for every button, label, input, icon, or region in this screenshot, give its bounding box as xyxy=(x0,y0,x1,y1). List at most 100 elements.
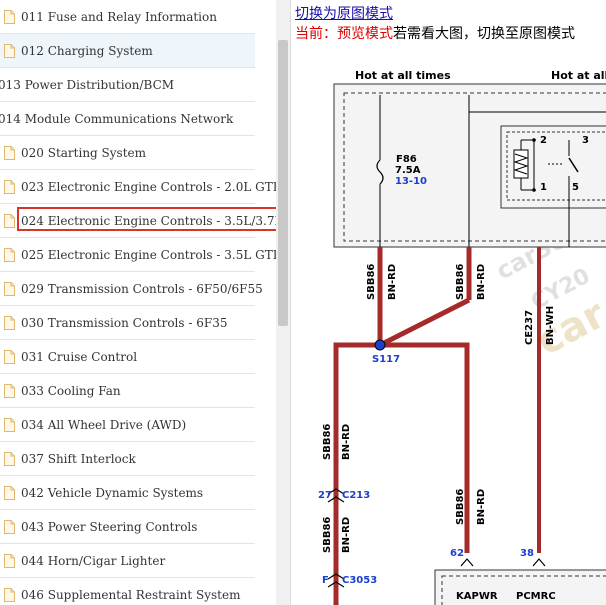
tree-item-label: 033 Cooling Fan xyxy=(21,383,121,398)
tree-item[interactable]: 014 Module Communications Network xyxy=(0,102,255,136)
tree-item[interactable]: 034 All Wheel Drive (AWD) xyxy=(0,408,255,442)
tree-item-label: 023 Electronic Engine Controls - 2.0L GT… xyxy=(21,179,276,194)
wire-circuit-label: SBB86 xyxy=(455,264,466,300)
relay-coil-symbol xyxy=(513,153,529,175)
mode-hint: 若需看大图，切换至原图模式 xyxy=(393,26,575,42)
fuse-box xyxy=(333,83,606,248)
pin-number: 38 xyxy=(520,548,534,559)
tree-item[interactable]: 013 Power Distribution/BCM xyxy=(0,68,255,102)
tree-item[interactable]: 043 Power Steering Controls xyxy=(0,510,255,544)
tree-item[interactable]: 020 Starting System xyxy=(0,136,255,170)
wire-color-label: BN-RD xyxy=(341,517,352,553)
tree-item-label: 034 All Wheel Drive (AWD) xyxy=(21,417,187,432)
splice-label: S117 xyxy=(372,354,400,365)
wire-color-label: BN-RD xyxy=(476,264,487,300)
tree-item[interactable]: 044 Horn/Cigar Lighter xyxy=(0,544,255,578)
wire-circuit-label: SBB86 xyxy=(366,264,377,300)
pin-arrow xyxy=(532,558,546,567)
relay-node xyxy=(532,138,536,142)
document-icon xyxy=(4,9,15,24)
wire-circuit-label: SBB86 xyxy=(455,489,466,525)
connector-name: C213 xyxy=(342,490,370,501)
document-icon xyxy=(4,417,15,432)
tree-item[interactable]: 030 Transmission Controls - 6F35 xyxy=(0,306,255,340)
tree-item[interactable]: 031 Cruise Control xyxy=(0,340,255,374)
pin-arrow xyxy=(460,558,474,567)
pane-divider[interactable] xyxy=(290,0,295,605)
wire-circuit-label: CE237 xyxy=(524,310,535,345)
connector-symbol xyxy=(327,573,345,580)
mode-status: 当前：预览模式若需看大图，切换至原图模式 xyxy=(295,23,575,43)
tree-item-label: 046 Supplemental Restraint System xyxy=(21,587,241,602)
document-tree: 011 Fuse and Relay Information 012 Chargi… xyxy=(0,0,276,605)
relay-node xyxy=(532,188,536,192)
document-icon xyxy=(4,281,15,296)
fuse-box-inner xyxy=(343,92,606,242)
mode-name: 预览模式 xyxy=(337,26,393,42)
tree-item-label: 011 Fuse and Relay Information xyxy=(21,9,217,24)
tree-item-label: 031 Cruise Control xyxy=(21,349,138,364)
connector-symbol xyxy=(327,496,345,503)
wire-color-label: BN-RD xyxy=(476,489,487,525)
wire-harness xyxy=(333,247,472,605)
tree-item[interactable]: 046 Supplemental Restraint System xyxy=(0,578,255,605)
tree-item[interactable]: 023 Electronic Engine Controls - 2.0L GT… xyxy=(0,170,276,204)
terminal-label: PCMRC xyxy=(516,591,556,602)
tree-item[interactable]: 011 Fuse and Relay Information xyxy=(0,0,255,34)
hot-label: Hot at all ti xyxy=(551,69,606,82)
document-icon xyxy=(4,587,15,602)
tree-scrollbar[interactable] xyxy=(276,0,290,605)
tree-item[interactable]: 042 Vehicle Dynamic Systems xyxy=(0,476,255,510)
fuse-name: F86 xyxy=(396,154,417,165)
fuse-symbol xyxy=(376,159,384,185)
connector-name: C3053 xyxy=(342,575,377,586)
connector-symbol xyxy=(327,581,345,588)
relay-box xyxy=(500,125,606,209)
hot-label: Hot at all times xyxy=(355,69,451,82)
tree-item-label: 025 Electronic Engine Controls - 3.5L GT… xyxy=(21,247,276,262)
relay-box-inner xyxy=(506,131,606,201)
tree-item[interactable]: 024 Electronic Engine Controls - 3.5L/3.… xyxy=(0,204,276,238)
pin-number: 62 xyxy=(450,548,464,559)
wire-circuit-label: SBB86 xyxy=(322,424,333,460)
tree-item[interactable]: 012 Charging System xyxy=(0,34,255,68)
connector-symbol xyxy=(327,488,345,495)
document-icon xyxy=(4,451,15,466)
wiring-diagram[interactable]: 畅易 car388.c CY20 car Hot at all times Ho… xyxy=(294,48,606,605)
document-icon xyxy=(4,519,15,534)
pcm-box-inner xyxy=(441,575,606,605)
tree-item[interactable]: 029 Transmission Controls - 6F50/6F55 xyxy=(0,272,263,306)
mode-prefix: 当前： xyxy=(295,26,337,42)
tree-item[interactable]: 037 Shift Interlock xyxy=(0,442,255,476)
wire-circuit-label: SBB86 xyxy=(322,517,333,553)
document-icon xyxy=(4,247,15,262)
document-icon xyxy=(4,315,15,330)
document-icon xyxy=(4,553,15,568)
document-icon xyxy=(4,349,15,364)
scrollbar-thumb[interactable] xyxy=(278,40,288,326)
diagram-viewer: 切换为原图模式 当前：预览模式若需看大图，切换至原图模式 畅易 car388.c… xyxy=(294,0,606,605)
tree-item-label: 044 Horn/Cigar Lighter xyxy=(21,553,166,568)
splice-node xyxy=(374,339,386,351)
connector-pin: 27 xyxy=(318,490,332,501)
relay-pin: 5 xyxy=(572,182,579,193)
tree-item[interactable]: 033 Cooling Fan xyxy=(0,374,255,408)
tree-item-label: 037 Shift Interlock xyxy=(21,451,136,466)
document-icon xyxy=(4,43,15,58)
wire-color-label: BN-RD xyxy=(387,264,398,300)
tree-item-label: 029 Transmission Controls - 6F50/6F55 xyxy=(21,281,263,296)
relay-contact xyxy=(568,157,579,173)
fuse-ref: 13-10 xyxy=(395,176,427,187)
tree-item[interactable]: 025 Electronic Engine Controls - 3.5L GT… xyxy=(0,238,276,272)
wire-color-label: BN-WH xyxy=(545,306,556,345)
tree-item-label: 020 Starting System xyxy=(21,145,146,160)
relay-pin: 2 xyxy=(540,135,547,146)
tree-item-label: 030 Transmission Controls - 6F35 xyxy=(21,315,228,330)
connector-pin: F xyxy=(322,575,329,586)
document-icon xyxy=(4,145,15,160)
tree-item-label: 042 Vehicle Dynamic Systems xyxy=(21,485,204,500)
tree-item-label: 043 Power Steering Controls xyxy=(21,519,198,534)
switch-original-mode-link[interactable]: 切换为原图模式 xyxy=(295,6,393,22)
relay-pin: 3 xyxy=(582,135,589,146)
fuse-rating: 7.5A xyxy=(395,165,421,176)
